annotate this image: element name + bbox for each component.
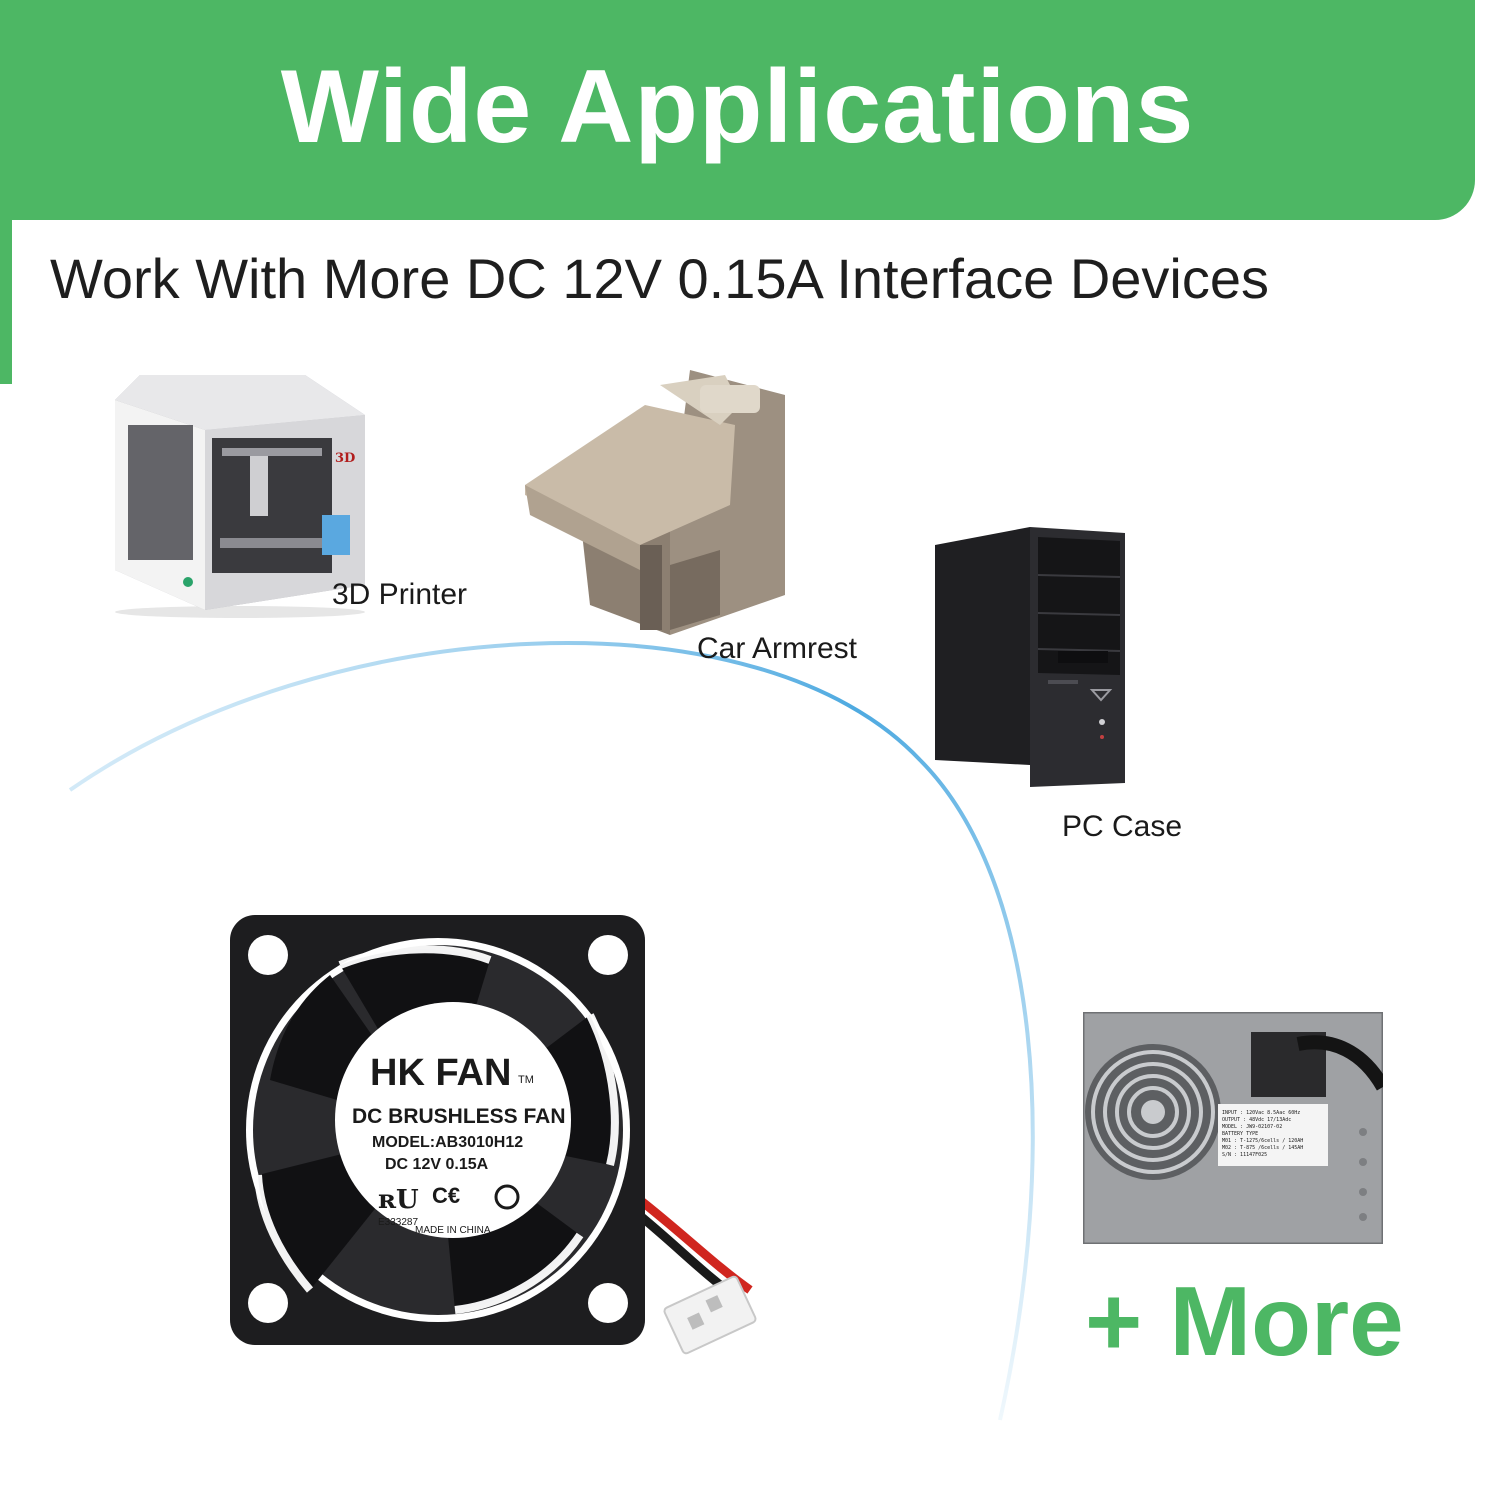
application-label: Car Armrest	[697, 632, 858, 665]
fan-connector	[663, 1275, 757, 1355]
psu-label-text: INPUT : 120Vac 8.5Aac 60Hz OUTPUT : 48Vd…	[1222, 1110, 1303, 1158]
fan-cert-number: E333287	[378, 1217, 418, 1228]
header-banner	[0, 0, 1475, 220]
svg-text:3D: 3D	[335, 451, 355, 466]
power-supply-image: INPUT : 120Vac 8.5Aac 60Hz OUTPUT : 48Vd…	[1083, 1012, 1383, 1244]
svg-text:C€: C€	[432, 1183, 460, 1208]
svg-text:MODEL : JW9-02107-02: MODEL : JW9-02107-02	[1222, 1124, 1282, 1130]
banner-stripe	[0, 220, 12, 384]
fan-type: DC BRUSHLESS FAN	[352, 1105, 566, 1128]
svg-text:M01 : T-1275/6cells / 120AH: M01 : T-1275/6cells / 120AH	[1222, 1138, 1303, 1144]
application-label: 3D Printer	[332, 578, 468, 611]
car-armrest-icon	[525, 370, 785, 635]
certification-marks-icon: ʀU C€	[378, 1183, 520, 1215]
svg-text:M02 : T-875 /6cells / 145AH: M02 : T-875 /6cells / 145AH	[1222, 1145, 1303, 1151]
svg-text:INPUT : 120Vac 8.5Aac 60Hz: INPUT : 120Vac 8.5Aac 60Hz	[1222, 1110, 1300, 1116]
fan-trademark: TM	[518, 1074, 534, 1086]
page-title: Wide Applications	[280, 49, 1195, 165]
application-label: PC Case	[1062, 810, 1183, 843]
fan-model: MODEL:AB3010H12	[372, 1134, 523, 1151]
pc-case-icon	[935, 527, 1125, 787]
page-subtitle: Work With More DC 12V 0.15A Interface De…	[50, 247, 1269, 310]
fan-origin: MADE IN CHINA	[415, 1225, 491, 1236]
more-label: + More	[1085, 1266, 1404, 1376]
fan-brand: HK FAN	[370, 1052, 511, 1094]
svg-text:OUTPUT : 48Vdc 17/13Adc: OUTPUT : 48Vdc 17/13Adc	[1222, 1117, 1291, 1123]
svg-text:S/N : 11147F025: S/N : 11147F025	[1222, 1152, 1267, 1158]
fan-product-image: HK FAN TM DC BRUSHLESS FAN MODEL:AB3010H…	[230, 915, 757, 1355]
svg-text:ʀU: ʀU	[378, 1185, 419, 1215]
fan-rating: DC 12V 0.15A	[385, 1156, 489, 1173]
3d-printer-icon: 3D	[115, 375, 365, 618]
svg-text:BATTERY TYPE: BATTERY TYPE	[1222, 1131, 1258, 1137]
